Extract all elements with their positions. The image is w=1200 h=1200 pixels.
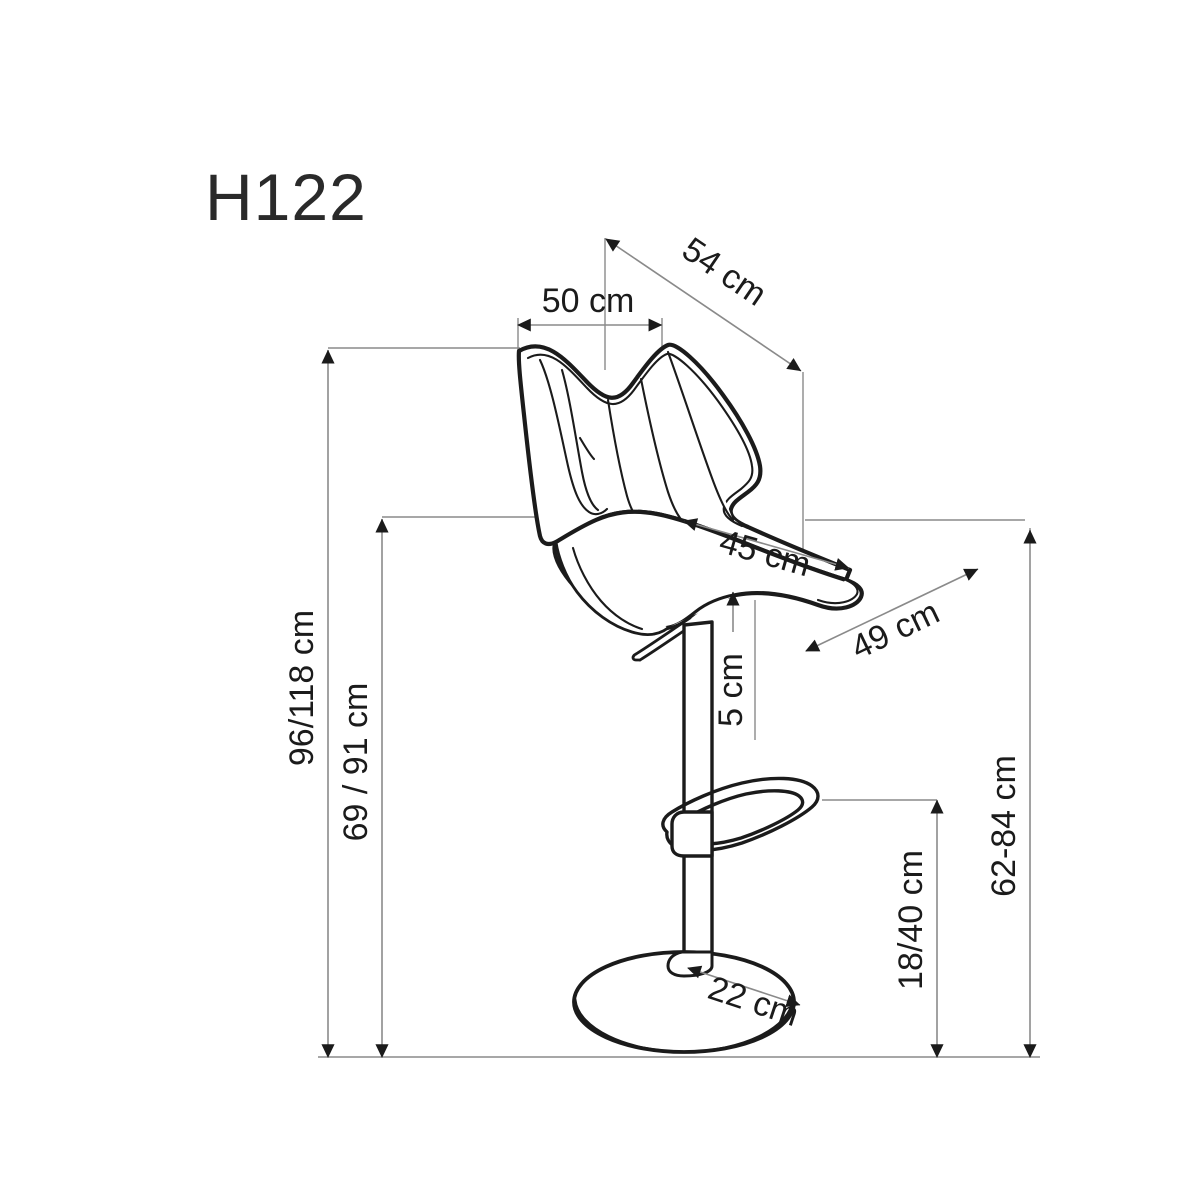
gas-lift-lever xyxy=(634,616,692,656)
backrest-channel-3 xyxy=(666,350,735,522)
base-diameter-arrow xyxy=(687,965,801,1008)
dimension-seat-height: 69 / 91 cm xyxy=(337,518,389,1058)
total-height-label: 96/118 cm xyxy=(283,610,321,766)
gas-lift-column xyxy=(682,620,714,962)
column-foot-collar xyxy=(666,950,714,978)
seat-height-label: 69 / 91 cm xyxy=(337,683,375,842)
footrest-collar xyxy=(670,810,714,858)
dimension-backrest-height: 62-84 cm xyxy=(985,529,1037,1058)
chair-illustration xyxy=(516,342,864,1054)
overall-depth-arrow xyxy=(605,238,802,372)
backrest-channel-2 xyxy=(639,377,688,526)
footrest-height-label: 18/40 cm xyxy=(892,850,930,990)
gas-lift-lever-tip xyxy=(631,652,642,662)
seat-left-panel-inner xyxy=(571,546,644,631)
seat-underside xyxy=(665,593,738,630)
overall-width-label: 50 cm xyxy=(542,282,635,320)
overall-depth-label: 54 cm xyxy=(675,230,773,313)
seat-width-arrow xyxy=(683,518,850,571)
base-disc-edge xyxy=(573,998,795,1054)
dimension-seat-thickness: 5 cm xyxy=(712,591,750,727)
backrest-height-label: 62-84 cm xyxy=(985,755,1023,897)
page-title: H122 xyxy=(205,160,367,234)
seat-thickness-label: 5 cm xyxy=(712,653,750,727)
seat-depth-arrow xyxy=(805,568,979,652)
backrest-inner-shell-line xyxy=(526,352,754,528)
dimension-footrest-height: 18/40 cm xyxy=(892,799,944,1058)
dimension-overall-depth: 54 cm xyxy=(605,230,802,372)
dimension-total-height: 96/118 cm xyxy=(283,349,335,1058)
seat-depth-label: 49 cm xyxy=(845,593,945,667)
dimension-overall-width: 50 cm xyxy=(517,282,663,332)
backrest-left-wing-inner xyxy=(538,358,609,516)
backrest-left-wing-tick xyxy=(578,436,596,461)
